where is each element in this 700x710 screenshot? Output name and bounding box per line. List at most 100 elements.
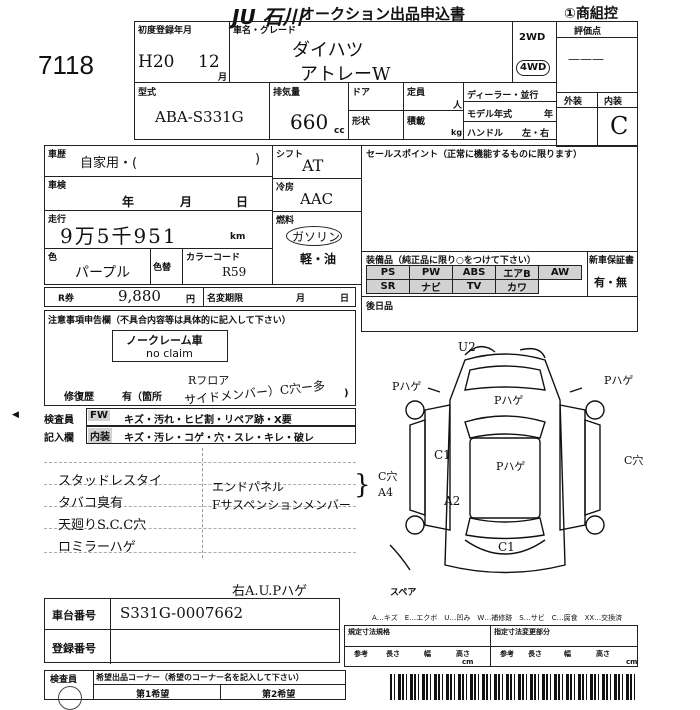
diagram-label-left-front: Pハゲ: [392, 380, 422, 393]
fuel-label: 燃料: [276, 216, 295, 226]
fuel-value: ガソリン: [292, 230, 341, 244]
lot-number: 7118: [38, 50, 94, 80]
aircon-value: AAC: [300, 190, 334, 208]
rating-score-line: ———: [568, 52, 604, 66]
note-a4: A4: [378, 486, 393, 499]
note-c-hole: C穴: [378, 470, 398, 483]
diagram-legend: A…キズ E…エクボ U…凹み W…補修跡 S…サビ C…腐食 XX…交換済: [372, 614, 623, 622]
diagram-label-right-front: Pハゲ: [604, 374, 634, 387]
fw-items: キズ・汚れ・ヒビ割・リペア跡・X要: [124, 415, 292, 426]
inner-row: [86, 426, 356, 444]
usage-value: 自家用・(: [80, 156, 138, 171]
diagram-spare: スペア: [390, 588, 417, 598]
capacity-label: 定員: [407, 88, 426, 98]
doors-label: ドア: [352, 88, 371, 98]
inspection-seal-stamp: [58, 686, 82, 710]
notes-box: [44, 310, 356, 406]
inspection-day: 日: [236, 195, 249, 209]
note-ceiling: 天廻りS.C.C穴: [58, 518, 147, 533]
inspection-label: 車検: [48, 181, 67, 191]
equip-ps: PS: [366, 265, 410, 280]
model-year-label: モデル年式: [467, 110, 513, 120]
load-label: 積載: [407, 117, 426, 127]
corner-second: 第2希望: [262, 690, 296, 700]
color-value: パープル: [75, 265, 131, 281]
name-change-month: 月: [296, 294, 306, 304]
noclaim-jp: ノークレーム車: [126, 334, 203, 347]
usage-label: 車歴: [48, 150, 67, 160]
aircon-label: 冷房: [276, 183, 295, 193]
form-title: オークション出品申込書: [300, 5, 466, 23]
first-registration-month-unit: 月: [218, 73, 228, 83]
rating-exterior-label: 外装: [564, 97, 583, 107]
copy-label: ①商組控: [564, 6, 618, 22]
notes-label: 注意事項申告欄（不具合内容等は具体的に記入して下さい）: [48, 316, 291, 326]
note-right: 右A.U.Pハゲ: [232, 584, 308, 599]
handle-label: ハンドル: [467, 129, 504, 139]
height-label-2: 高さ: [596, 650, 610, 658]
shape-label: 形状: [352, 117, 371, 127]
rating-label: 評価点: [574, 27, 602, 37]
inner-label: 内装: [88, 428, 112, 443]
fw-row: [86, 408, 356, 426]
usage-close: ): [255, 152, 261, 167]
corner-first: 第1希望: [136, 690, 170, 700]
color-code: R59: [222, 265, 247, 279]
inspection-seal-label: 検査員: [50, 675, 78, 685]
diagram-label-right-side: C穴: [624, 454, 644, 467]
entry-label: 記入欄: [44, 433, 74, 444]
registration-label: 登録番号: [52, 642, 96, 655]
note-studless: スタッドレスタイ: [58, 474, 163, 489]
shift-label: シフト: [276, 150, 304, 160]
fw-label: FW: [88, 410, 110, 421]
recycle-value: 9,880: [118, 287, 161, 305]
name-change-day: 日: [340, 294, 350, 304]
next-day-box: [361, 296, 638, 332]
drive-2wd: 2WD: [519, 32, 546, 43]
next-day-label: 後日品: [366, 302, 394, 312]
noclaim-box: [112, 330, 228, 362]
displacement-label: 排気量: [273, 88, 301, 98]
color-label: 色: [48, 253, 58, 263]
model-name: アトレーW: [300, 64, 391, 85]
drive-4wd: 4WD: [520, 62, 547, 73]
note-tobacco: タバコ臭有: [58, 496, 124, 511]
recycle-label: R券: [58, 294, 74, 304]
fuel-alt: 軽・油: [300, 252, 337, 266]
equip-leather: カワ: [495, 279, 539, 294]
name-change-label: 名変期限: [207, 294, 244, 304]
equip-navi: ナビ: [409, 279, 453, 294]
notes-divider: [202, 448, 203, 558]
mileage-unit: km: [230, 232, 246, 242]
warranty-label: 新車保証書: [589, 256, 635, 266]
mileage-label: 走行: [48, 215, 67, 225]
repair-value: 有（箇所: [122, 392, 162, 403]
fuel-circle: [286, 226, 342, 246]
margin-arrow: ◀: [12, 410, 19, 420]
load-unit: kg: [451, 128, 463, 137]
name-change-box: [203, 287, 356, 307]
inner-items: キズ・汚レ・コゲ・穴・スレ・キレ・破レ: [124, 433, 314, 444]
header-logo: JU 石川: [232, 5, 303, 29]
spec-label: 規定寸法規格: [348, 628, 390, 636]
repair-label: 修復歴: [64, 392, 94, 403]
equip-abs: ABS: [452, 265, 496, 280]
barcode: [390, 674, 638, 700]
displacement-value: 660: [290, 110, 329, 134]
cm-label: cm: [462, 658, 474, 666]
chassis-value: S331G-0007662: [120, 604, 244, 622]
capacity-unit: 人: [453, 101, 463, 111]
inspection-year: 年: [122, 195, 135, 209]
note-suspension: Fサスペンションメンバー: [212, 498, 351, 512]
width-label-2: 幅: [564, 650, 571, 658]
noclaim-en: no claim: [146, 347, 193, 360]
color-code-label: カラーコード: [186, 253, 241, 263]
note-end-panel: エンドパネル: [212, 480, 285, 494]
handle-options: 左・右: [522, 129, 550, 139]
diagram-top: U2: [458, 340, 476, 354]
equipment-label: 装備品（純正品に限り○をつけて下さい）: [366, 256, 536, 266]
height-label: 高さ: [456, 650, 470, 658]
equip-aw: AW: [538, 265, 582, 280]
inspection-month: 月: [180, 195, 193, 209]
dealer-box: [463, 82, 557, 140]
